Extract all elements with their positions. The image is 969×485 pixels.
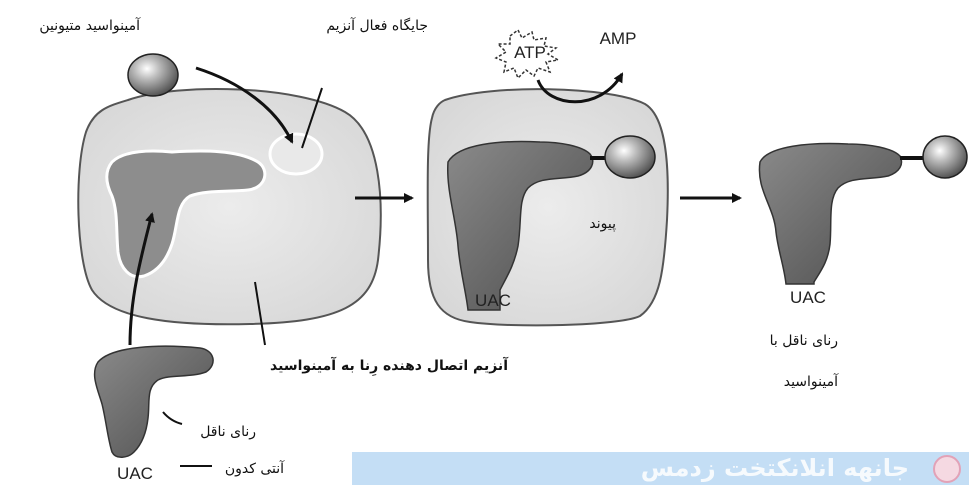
label-charged-trna-line2: آمینواسید: [784, 373, 839, 390]
trna-free: [95, 346, 214, 457]
label-anticodon-panel3: UAC: [790, 288, 826, 307]
watermark-text: جانهه انلانکتخت زدمس: [641, 454, 909, 482]
panel-1: [78, 89, 380, 324]
amino-acid-ball-charged: [923, 136, 967, 178]
watermark-bar: جانهه انلانکتخت زدمس: [352, 452, 969, 485]
label-trna: رنای ناقل: [200, 424, 256, 440]
active-site: [270, 134, 322, 174]
amino-acid-ball-bound: [605, 136, 655, 178]
label-charged-trna-line1: رنای ناقل با: [770, 333, 838, 349]
panel-2: [428, 89, 668, 325]
label-anticodon-panel1: UAC: [117, 464, 153, 483]
panel-3: [759, 136, 967, 284]
pointer-trna: [163, 412, 182, 424]
label-atp: ATP: [514, 43, 546, 62]
trna-charged: [759, 144, 901, 284]
label-anticodon: آنتی کدون: [225, 460, 285, 477]
label-enzyme-name: آنزیم اتصال دهنده رِنا به آمینواسید: [270, 356, 509, 376]
amino-acid-ball-free: [128, 54, 178, 96]
label-amp: AMP: [600, 29, 637, 48]
label-bond: پیوند: [589, 216, 616, 232]
label-enzyme-active-site: جایگاه فعال آنزیم: [326, 17, 428, 34]
watermark-logo-icon: [933, 455, 961, 483]
label-amino-acid-methionine: آمینواسید متیونین: [39, 17, 141, 34]
label-anticodon-panel2: UAC: [475, 291, 511, 310]
